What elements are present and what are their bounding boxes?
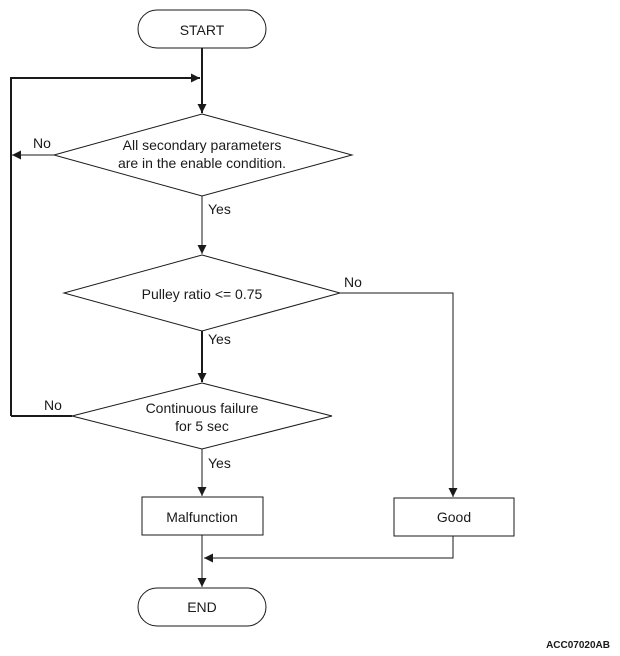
end-label: END [187,599,217,615]
start-node: START [137,9,267,49]
continuous-failure-decision: Continuous failure for 5 sec [71,382,333,450]
malfunction-node: Malfunction [141,496,264,536]
enable-condition-line-1: All secondary parameters [123,137,282,153]
continuous-failure-line-2: for 5 sec [175,418,229,434]
continuous-failure-line-1: Continuous failure [146,400,259,416]
connector-good-to-end [204,536,454,563]
figure-id: ACC07020AB [546,640,610,651]
pulley-no-label: No [344,274,362,290]
enable-no-label: No [33,135,51,151]
start-label: START [180,22,225,38]
failure-no-label: No [44,397,62,413]
pulley-ratio-label: Pulley ratio <= 0.75 [142,286,263,302]
enable-condition-line-2: are in the enable condition. [118,155,286,171]
good-label: Good [437,509,471,525]
pulley-yes-label: Yes [208,331,231,347]
end-node: END [137,587,267,627]
connector-loop-return [10,73,200,416]
good-node: Good [393,497,515,537]
enable-yes-label: Yes [208,201,231,217]
failure-yes-label: Yes [208,455,231,471]
pulley-ratio-decision: Pulley ratio <= 0.75 [62,254,342,332]
enable-condition-decision: All secondary parameters are in the enab… [52,113,354,197]
connector-pulley-no [340,292,458,497]
malfunction-label: Malfunction [166,509,238,525]
